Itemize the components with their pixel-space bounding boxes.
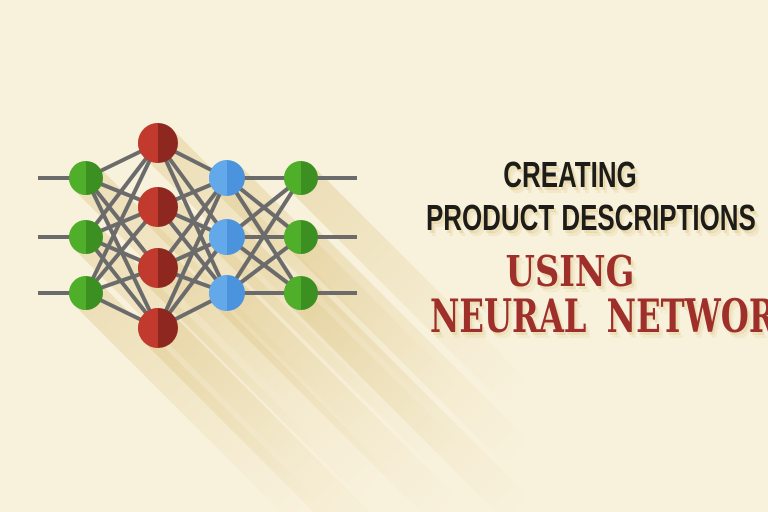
network-connection bbox=[156, 177, 229, 329]
network-node-highlight bbox=[138, 308, 158, 348]
node-long-shadow bbox=[288, 280, 533, 512]
network-connection bbox=[156, 142, 229, 294]
network-node-highlight bbox=[284, 220, 301, 254]
node-long-shadow bbox=[288, 165, 533, 410]
network-node-highlight bbox=[138, 248, 158, 288]
title-line-creating: CREATING bbox=[503, 154, 637, 195]
node-long-shadow bbox=[143, 313, 392, 512]
network-node-highlight bbox=[69, 276, 86, 310]
subtitle-line-using: USING bbox=[505, 247, 635, 296]
network-node-highlight bbox=[209, 275, 227, 311]
node-long-shadow bbox=[73, 280, 318, 512]
network-connection bbox=[225, 176, 303, 295]
node-long-shadow bbox=[288, 224, 533, 469]
title-line-product-descriptions: PRODUCT DESCRIPTIONS bbox=[426, 197, 756, 238]
network-node-highlight bbox=[138, 187, 158, 227]
network-connection bbox=[84, 142, 160, 294]
node-long-shadow bbox=[214, 280, 459, 512]
network-node-highlight bbox=[209, 160, 227, 196]
subtitle-line-neural-networks: NEURAL NETWORKS bbox=[430, 289, 768, 343]
node-long-shadow bbox=[143, 253, 392, 502]
network-node-highlight bbox=[69, 161, 86, 195]
network-node-highlight bbox=[138, 123, 158, 163]
network-node-highlight bbox=[284, 161, 301, 195]
network-node-highlight bbox=[69, 220, 86, 254]
network-node-highlight bbox=[209, 219, 227, 255]
network-node-highlight bbox=[284, 276, 301, 310]
